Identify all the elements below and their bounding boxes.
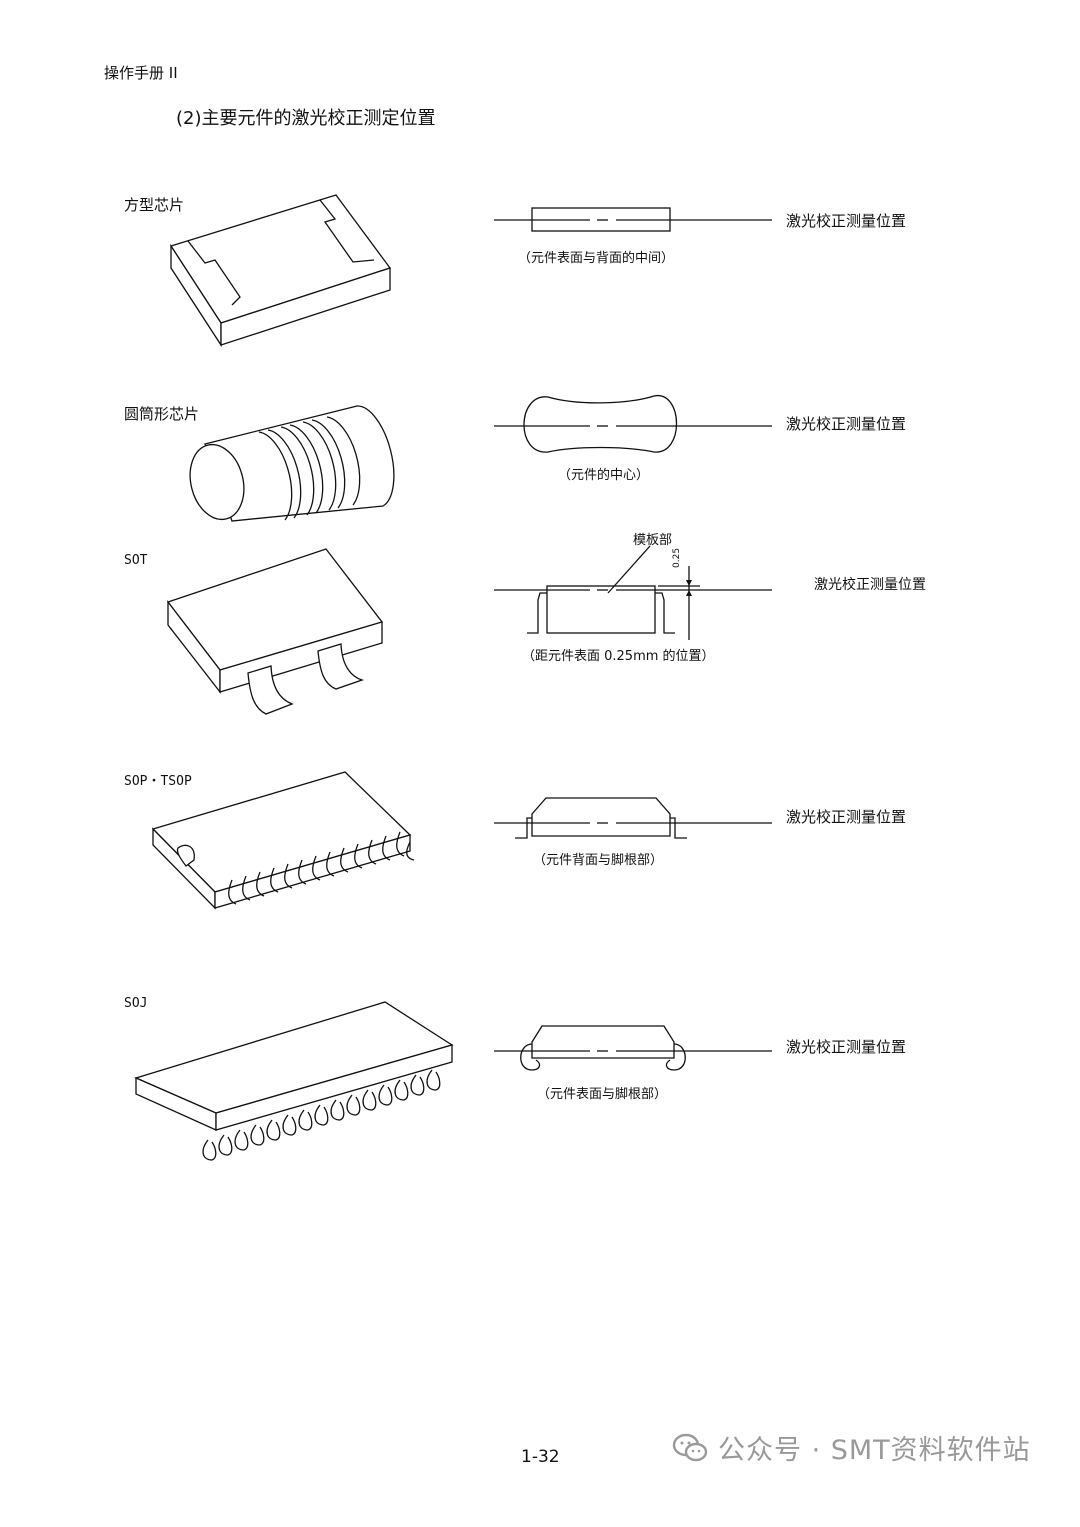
component-label-cylindrical-chip: 圆筒形芯片 [124,405,200,423]
sot-illustration [166,548,384,715]
caption-cylindrical-chip: （元件的中心） [558,468,650,483]
watermark: 公众号 · SMT资料软件站 [672,1428,1031,1467]
section-title: (2)主要元件的激光校正测定位置 [176,108,436,129]
component-label-sop-tsop: SOP・TSOP [124,774,192,789]
laser-position-label-5: 激光校正测量位置 [786,1038,907,1056]
component-label-soj: SOJ [124,996,148,1011]
caption-sop: （元件背面与脚根部） [533,853,664,868]
watermark-text: 公众号 · SMT资料软件站 [718,1435,1031,1466]
caption-square-chip: （元件表面与背面的中间） [518,251,675,266]
laser-position-label-2: 激光校正测量位置 [786,415,907,433]
laser-position-label-4: 激光校正测量位置 [786,808,907,826]
sop-side-view [494,797,772,839]
laser-position-label-3: 激光校正测量位置 [814,577,926,593]
caption-soj: （元件表面与脚根部） [537,1087,668,1102]
caption-sot: （距元件表面 0.25mm 的位置） [522,649,715,664]
square-chip-illustration [169,194,392,348]
component-label-square-chip: 方型芯片 [124,196,185,214]
square-chip-side-view [494,207,772,232]
component-label-sot: SOT [124,553,148,568]
wechat-icon [672,1433,708,1461]
template-label: 模板部 [633,533,673,548]
sop-tsop-illustration [151,771,415,910]
manual-title: 操作手册 II [104,64,178,82]
sot-side-view [494,545,772,640]
cylindrical-chip-illustration [189,405,395,522]
cylindrical-chip-side-view [494,395,772,453]
soj-illustration [134,1001,454,1161]
soj-side-view [494,1025,772,1071]
laser-position-label-1: 激光校正测量位置 [786,212,907,230]
page-number: 1-32 [521,1447,560,1467]
